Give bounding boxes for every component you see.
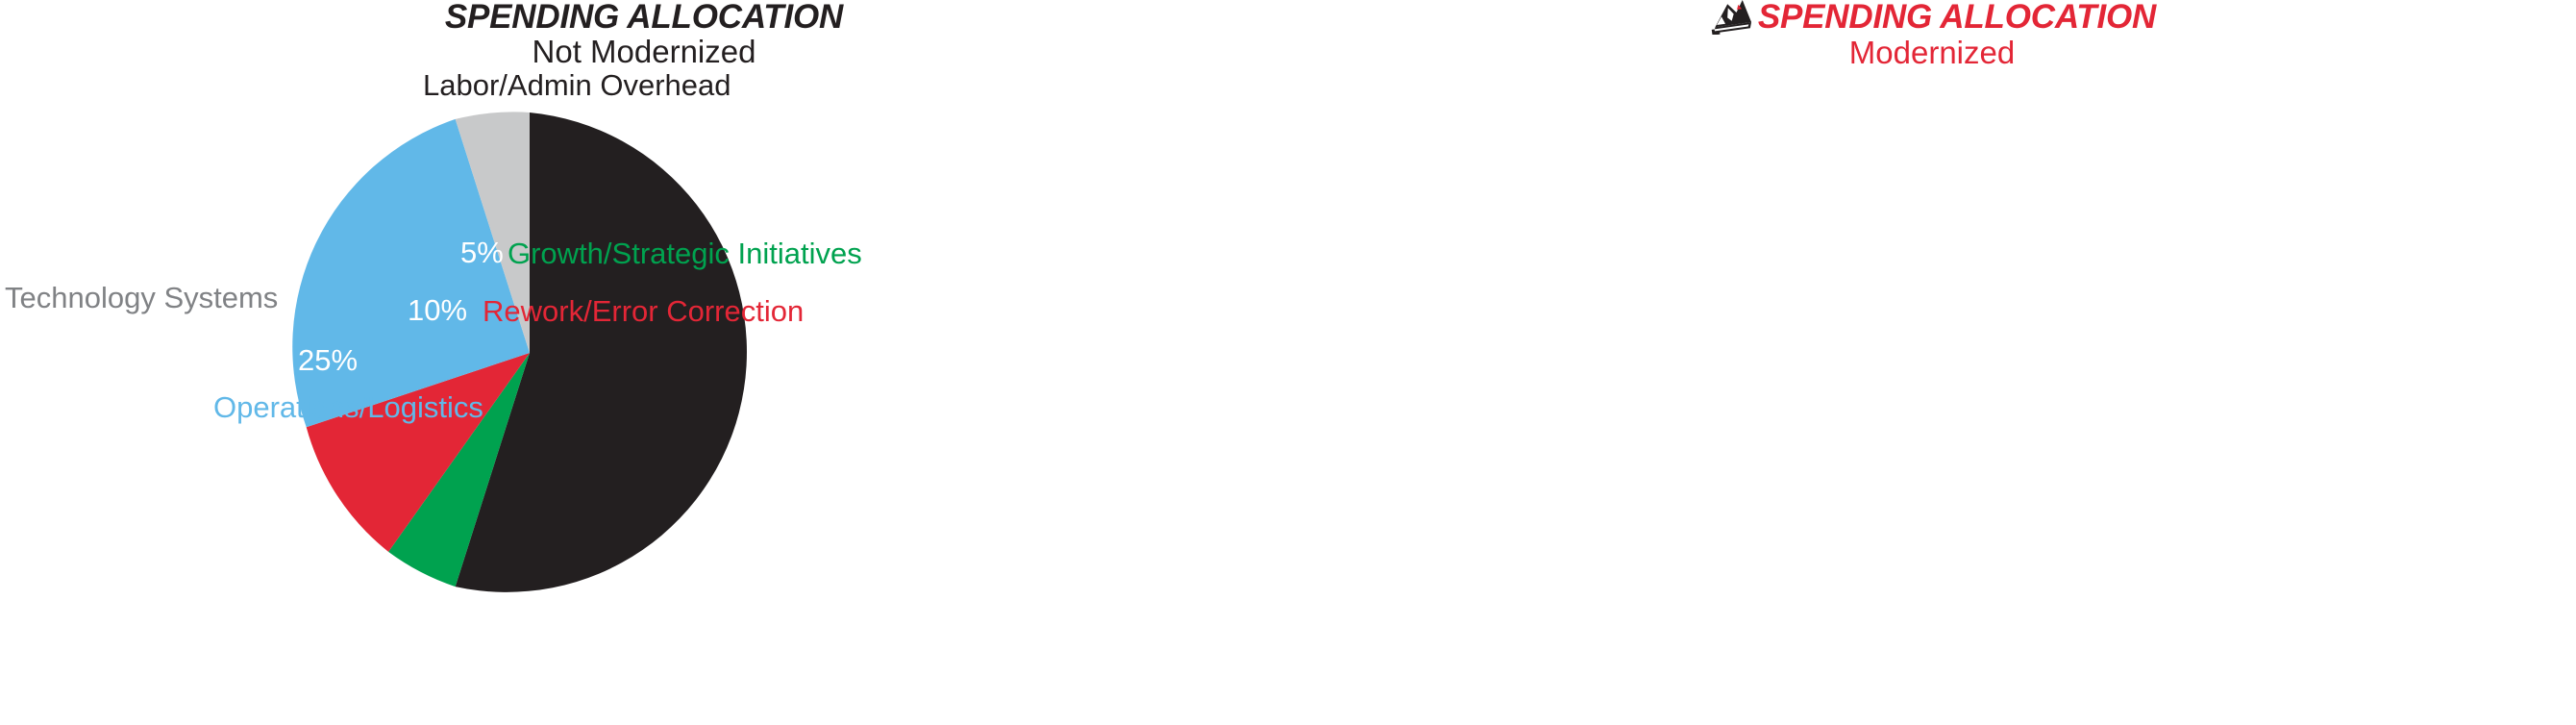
chart-panel-modernized: SPENDING ALLOCATION Modernized 38% 20% 2…: [1288, 0, 2576, 725]
pie-value-technology: 5%: [200, 280, 243, 313]
pie-slice-growth[interactable]: [388, 353, 530, 588]
pie-label-labor: Labor/Admin Overhead: [423, 68, 731, 102]
title-row: SPENDING ALLOCATION: [0, 0, 1288, 34]
pie-label-growth: Growth/Strategic Initiatives: [508, 237, 862, 270]
pie-value-operations: 25%: [298, 343, 359, 377]
chart-title: SPENDING ALLOCATION: [1757, 0, 2157, 36]
pie-value-labor: 55%: [317, 71, 378, 105]
chart-subtitle: Modernized: [1848, 35, 2016, 70]
pie-label-operations: Operations/Logistics: [213, 390, 483, 424]
pie-chart-not-modernized: [292, 112, 747, 592]
pie-slice-technology[interactable]: [455, 112, 530, 353]
pie-label-technology: Technology Systems: [5, 281, 279, 314]
pie-label-rework: Rework/Error Correction: [483, 294, 805, 328]
title-row: SPENDING ALLOCATION: [1288, 0, 2576, 36]
pie-slice-operations[interactable]: [292, 118, 530, 428]
chart-title: SPENDING ALLOCATION: [444, 0, 844, 36]
mountain-logo-icon: [1708, 0, 1752, 36]
pie-slice-labor[interactable]: [455, 112, 747, 592]
chart-title-block-not-modernized: SPENDING ALLOCATION Not Modernized: [0, 0, 1288, 67]
chart-title-block-modernized: SPENDING ALLOCATION Modernized: [1288, 0, 2576, 68]
pie-slice-rework[interactable]: [306, 353, 530, 552]
pie-value-rework: 10%: [408, 293, 468, 327]
chart-panel-not-modernized: SPENDING ALLOCATION Not Modernized 55% 5…: [0, 0, 1288, 592]
chart-subtitle: Not Modernized: [532, 34, 756, 69]
pie-value-growth: 5%: [460, 236, 504, 269]
